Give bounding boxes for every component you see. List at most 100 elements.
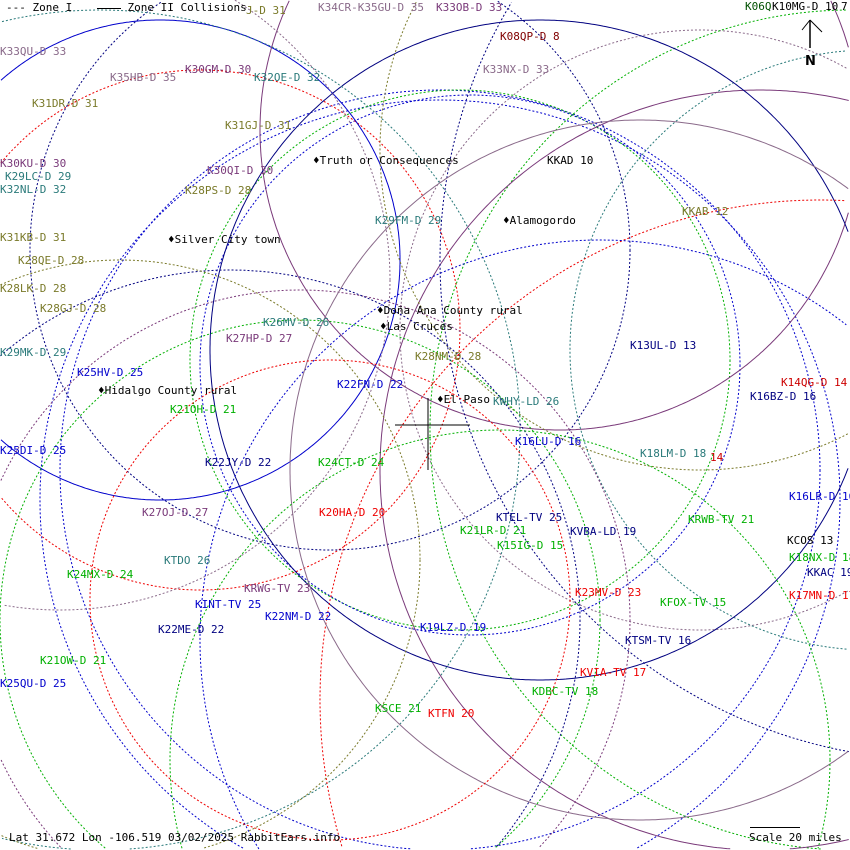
coverage-contour [259,0,849,431]
station-label[interactable]: K33QU-D 33 [0,45,67,58]
station-label[interactable]: J-D 31 [246,4,286,17]
station-label[interactable]: K30QI-D 30 [207,164,274,177]
station-label[interactable]: K31GJ-D 31 [225,119,292,132]
station-label[interactable]: K29MK-D 29 [0,346,67,359]
station-label[interactable]: K24CT-D 24 [318,456,385,469]
station-label[interactable]: K06Q [745,0,772,13]
coverage-contour [209,19,849,681]
station-label[interactable]: K31KB-D 31 [0,231,67,244]
station-label[interactable]: K19LZ-D 19 [420,621,487,634]
station-label[interactable]: K28PS-D 28 [185,184,252,197]
station-label[interactable]: KFOX-TV 15 [660,596,727,609]
station-label[interactable]: K24MX-D 24 [67,568,134,581]
station-label[interactable]: K13UL-D 13 [630,339,697,352]
station-label[interactable]: KINT-TV 25 [195,598,262,611]
station-label[interactable]: KKAB 12 [682,205,729,218]
city-dot-icon: ♦ [380,320,387,333]
station-label[interactable]: K27OJ-D 27 [142,506,209,519]
coverage-contour [497,0,631,250]
coverage-contour [29,0,631,551]
city-name: Alamogordo [509,214,576,227]
city-name: El Paso [443,393,490,406]
station-label[interactable]: K14QG-D 14 [781,376,848,389]
station-label[interactable]: K15IG-D 15 [497,539,564,552]
station-label[interactable]: KRWG-TV 23 [244,582,311,595]
city-dot-icon: ♦ [377,304,384,317]
station-label[interactable]: KTSM-TV 16 [625,634,692,647]
station-label[interactable]: K17MN-D 17 [789,589,850,602]
station-label[interactable]: KVIA-TV 17 [580,666,647,679]
station-label[interactable]: K33OB-D 33 [436,1,503,14]
station-label[interactable]: KCOS 13 [787,534,834,547]
station-label[interactable]: 7 [841,0,848,13]
station-label[interactable]: K18LM-D 18 [640,447,707,460]
station-label[interactable]: K34CR-K35GU-D 35 [318,1,424,14]
coverage-contour [429,9,847,850]
station-label[interactable]: KDBC-TV 18 [532,685,599,698]
station-label[interactable]: K16LU-D 16 [515,435,582,448]
station-label[interactable]: K16BZ-D 16 [750,390,817,403]
station-label[interactable]: K08QP-D 8 [500,30,560,43]
station-label[interactable]: K32NL-D 32 [0,183,67,196]
city-name: Doña Ana County rural [383,304,523,317]
station-label[interactable]: K29FM-D 29 [375,214,442,227]
map-legend: --- Zone I Zone II Collisions [6,1,247,14]
legend-collisions: Collisions [180,1,247,14]
station-label[interactable]: K28NM-D 28 [415,350,482,363]
station-label[interactable]: KKAC 19 [807,566,850,579]
station-label[interactable]: K22ME-D 22 [158,623,225,636]
coverage-contour [469,470,821,850]
station-label[interactable]: K18NX-D 18 [789,551,850,564]
coverage-contour [494,620,601,849]
station-label[interactable]: KTDO 26 [164,554,211,567]
station-label[interactable]: K25HV-D 25 [77,366,144,379]
station-label[interactable]: K30KU-D 30 [0,157,67,170]
station-label[interactable]: K28GJ-D 28 [40,302,107,315]
station-label[interactable]: K29LC-D 29 [5,170,72,183]
station-label[interactable]: K16LR-D 16 [789,490,850,503]
scale-label: Scale 20 miles [749,831,842,844]
city-dot-icon: ♦ [98,384,105,397]
city-name: Truth or Consequences [319,154,459,167]
coverage-contour [379,1,849,471]
station-label[interactable]: K32OE-D 32 [254,71,321,84]
station-label[interactable]: K31DR-D 31 [32,97,99,110]
station-label[interactable]: K10MG-D 10 [772,0,839,13]
station-label[interactable]: K25QU-D 25 [0,677,67,690]
station-label[interactable]: KTFN 20 [428,707,475,720]
city-dot-icon: ♦ [437,393,444,406]
station-label[interactable]: K30GM-D 30 [185,63,252,76]
station-label[interactable]: K35HB-D 35 [110,71,177,84]
station-label[interactable]: K22FN-D 22 [337,378,404,391]
station-label[interactable]: K33NX-D 33 [483,63,550,76]
coverage-contour [399,29,848,631]
station-label[interactable]: KVBA-LD 19 [570,525,637,538]
station-label[interactable]: KWHY-LD 26 [493,395,560,408]
coverage-contour [89,359,571,841]
station-label[interactable]: K25DI-D 25 [0,444,67,457]
station-label[interactable]: K22NM-D 22 [265,610,332,623]
station-label[interactable]: K27HP-D 27 [226,332,293,345]
coverage-contour [59,89,821,850]
station-label[interactable]: K26MV-D 26 [263,316,330,329]
coverage-contour [189,89,731,631]
legend-zone2: Zone II [127,1,174,14]
station-label[interactable]: KRWB-TV 21 [688,513,755,526]
station-label[interactable]: K28QE-D 28 [18,254,85,267]
station-label[interactable]: KSCE 21 [375,702,422,715]
station-label[interactable]: K28LK-D 28 [0,282,67,295]
coverage-contour [0,269,581,620]
station-label[interactable]: 14 [710,451,724,464]
city-marker: ♦El Paso [437,394,490,406]
station-label[interactable]: KTEL-TV 25 [496,511,563,524]
station-label[interactable]: K22JY-D 22 [205,456,272,469]
station-label[interactable]: K23MV-D 23 [575,586,642,599]
coverage-contour [0,319,601,849]
coverage-contour [199,239,847,850]
station-label[interactable]: KKAD 10 [547,154,594,167]
station-label[interactable]: K21LR-D 21 [460,524,527,537]
station-label[interactable]: K21OW-D 21 [40,654,107,667]
station-label[interactable]: K21OH-D 21 [170,403,237,416]
station-label[interactable]: K20HA-D 20 [319,506,386,519]
